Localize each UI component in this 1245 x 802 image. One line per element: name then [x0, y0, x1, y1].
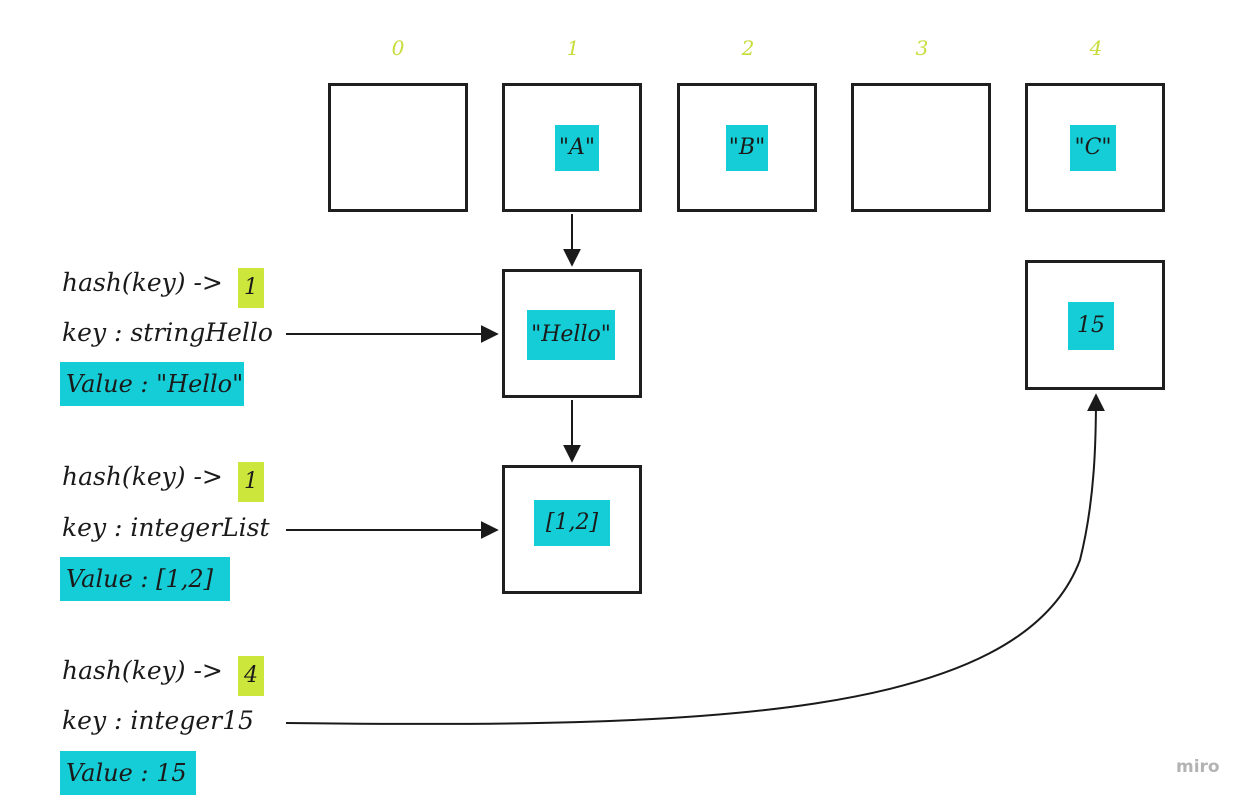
index-label-0: 0: [391, 36, 405, 60]
index-label-4: 4: [1089, 36, 1103, 60]
entry-3-hash-value: 4: [238, 656, 264, 696]
entry-1-key: key : stringHello: [62, 318, 273, 347]
entry-2-value: Value : [1,2]: [60, 557, 230, 601]
entry-2-hash-value: 1: [238, 462, 264, 502]
bucket-3: [851, 83, 991, 212]
chain-node-hello-value: "Hello": [527, 310, 615, 360]
bucket-1-value: "A": [555, 125, 599, 171]
entry-1-hash-label: hash(key) ->: [62, 268, 223, 297]
bucket-1: [502, 83, 642, 212]
entry-2-hash-label: hash(key) ->: [62, 462, 223, 491]
bucket-2-value: "B": [726, 125, 768, 171]
chain-node-list-value: [1,2]: [534, 500, 610, 546]
index-label-1: 1: [566, 36, 580, 60]
entry-3-value: Value : 15: [60, 751, 196, 795]
entry-3-key: key : integer15: [62, 706, 254, 735]
bucket-4-value: "C": [1070, 125, 1116, 171]
entry-3-hash-label: hash(key) ->: [62, 656, 223, 685]
bucket-0: [328, 83, 468, 212]
index-label-2: 2: [741, 36, 755, 60]
entry-1-value: Value : "Hello": [60, 362, 244, 406]
chain-node-fifteen-value: 15: [1068, 302, 1114, 350]
entry-2-key: key : integerList: [62, 513, 270, 542]
entry-1-hash-value: 1: [238, 268, 264, 308]
index-label-3: 3: [915, 36, 929, 60]
arrow-key3-to-fifteen: [285, 393, 1105, 725]
miro-logo: miro: [1176, 757, 1220, 777]
bucket-2: [677, 83, 817, 212]
